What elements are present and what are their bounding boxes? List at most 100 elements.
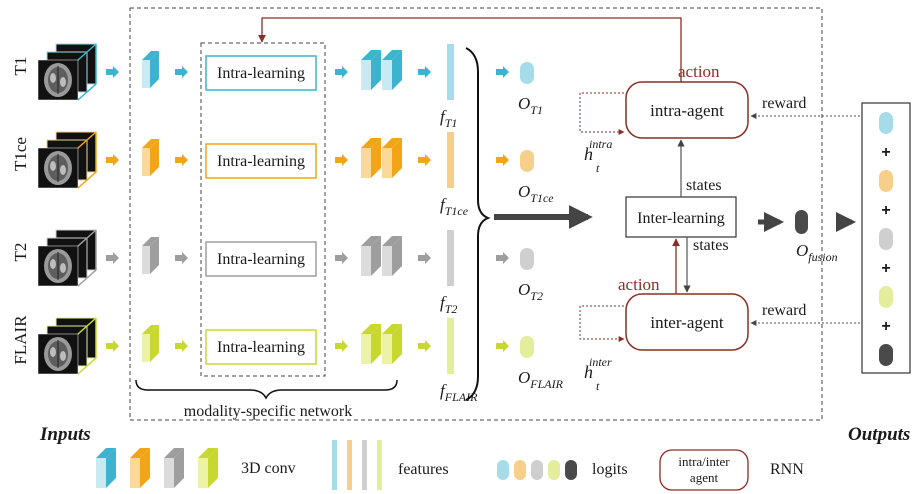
mri-scan-stack [37, 43, 97, 101]
legend-conv-block [164, 448, 184, 488]
intra-reward-label: reward [762, 95, 806, 112]
feature-bar [447, 318, 454, 374]
logit [520, 336, 534, 358]
conv-block-2 [361, 324, 381, 364]
intra-out-arrow [335, 66, 348, 78]
outputs-heading: Outputs [848, 424, 910, 445]
modality-network-label: modality-specific network [184, 403, 352, 420]
conv-block-2 [361, 50, 381, 90]
inter-agent-label: inter-agent [650, 313, 724, 332]
h-intra-sub: t [596, 161, 600, 175]
output-logit [879, 286, 893, 308]
modality-label: T1 [11, 57, 30, 76]
legend-logit [531, 460, 543, 480]
intra-out-arrow [335, 154, 348, 166]
legend-features-label: features [398, 461, 449, 478]
legend-logit [514, 460, 526, 480]
output-logit [879, 228, 893, 250]
features-brace [465, 47, 491, 401]
conv-arrow [175, 154, 188, 166]
input-arrow [106, 252, 119, 264]
legend-logit [548, 460, 560, 480]
h-inter-label: hinter [584, 355, 612, 382]
conv-arrow [175, 252, 188, 264]
logit-arrow [496, 340, 509, 352]
legend-conv-icons [96, 448, 218, 488]
conv-block-1 [142, 139, 159, 176]
intra-out-arrow [335, 340, 348, 352]
conv-block-3 [382, 324, 402, 364]
legend-rnn-box [659, 449, 749, 491]
legend-feature-bar [377, 440, 382, 490]
legend-feature-bar [362, 440, 367, 490]
intra-action-feedback-line [258, 17, 682, 82]
states-top-label: states [686, 177, 722, 194]
intra-learning-label: Intra-learning [217, 153, 305, 170]
logit-arrow [496, 66, 509, 78]
legend-rnn-box-line2: agent [690, 470, 719, 485]
plus-sign: + [881, 144, 890, 161]
feature-label: fT1ce [440, 195, 469, 218]
mri-scan-stack [37, 131, 97, 189]
plus-sign: + [881, 202, 890, 219]
legend-conv-block [96, 448, 116, 488]
modality-label: T2 [11, 243, 30, 262]
logit [520, 248, 534, 270]
input-arrow [106, 154, 119, 166]
feature-arrow [418, 154, 431, 166]
intra-learning-label: Intra-learning [217, 251, 305, 268]
inter-learning-box [625, 196, 737, 238]
inter-agent-box [625, 293, 749, 351]
conv-block-3 [382, 50, 402, 90]
output-logit [879, 344, 893, 366]
feature-arrow [418, 252, 431, 264]
modality-label: T1ce [11, 137, 30, 171]
modality-network-brace [135, 379, 398, 400]
intra-action-label: action [678, 62, 720, 81]
plus-sign: + [881, 318, 890, 335]
legend-conv-block [198, 448, 218, 488]
logit-label: OT1 [518, 94, 543, 117]
intra-hidden-loop [579, 92, 625, 135]
intra-learning-box [205, 329, 317, 365]
feature-bar [447, 44, 454, 100]
logit-label: OT1ce [518, 182, 554, 205]
h-intra-label: hintra [584, 137, 612, 164]
legend-conv-block [130, 448, 150, 488]
legend-feature-bar [332, 440, 337, 490]
conv-block-1 [142, 237, 159, 274]
intra-out-arrow [335, 252, 348, 264]
input-arrow [106, 66, 119, 78]
legend-feature-bars [332, 440, 382, 490]
h-inter-sub: t [596, 379, 600, 393]
logit-arrow [496, 154, 509, 166]
logit-label: OFLAIR [518, 368, 564, 391]
feature-label: fT1 [440, 107, 457, 130]
mri-scan-stack [37, 229, 97, 287]
intra-learning-label: Intra-learning [217, 339, 305, 356]
logit [520, 62, 534, 84]
intra-learning-dashed-box [200, 42, 326, 377]
inter-action-label: action [618, 275, 660, 294]
intra-learning-label: Intra-learning [217, 65, 305, 82]
modality-row-t1: T1 Intra-learning fT1 OT1 [11, 43, 543, 130]
conv-block-2 [361, 138, 381, 178]
main-dashed-frame [129, 7, 823, 421]
legend-rnn-box-line1: intra/inter [678, 454, 730, 469]
output-logit [879, 170, 893, 192]
logit-arrow [496, 252, 509, 264]
modality-label: FLAIR [11, 315, 30, 365]
feature-arrow [418, 340, 431, 352]
modality-row-t1ce: T1ce Intra-learning fT1ce OT1ce [11, 131, 554, 218]
feature-arrow [418, 66, 431, 78]
inter-reward-label: reward [762, 302, 806, 319]
intra-learning-box [205, 143, 317, 179]
legend-logit [497, 460, 509, 480]
output-logit [879, 112, 893, 134]
conv-block-2 [361, 236, 381, 276]
inter-hidden-loop [579, 305, 625, 342]
inter-learning-label: Inter-learning [637, 210, 725, 227]
